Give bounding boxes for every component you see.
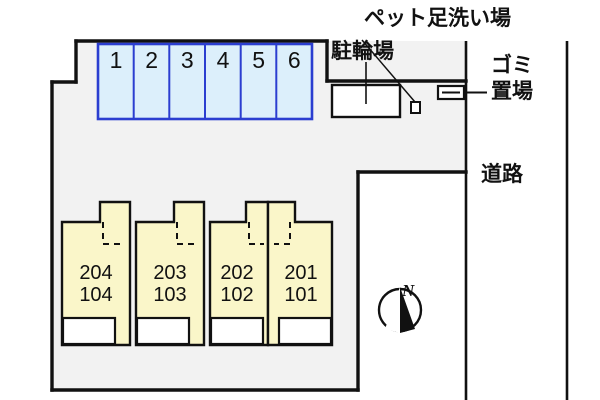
balcony-202 xyxy=(209,316,265,346)
bicycle-parking-shape xyxy=(330,62,402,119)
parking-stall-3-number: 3 xyxy=(180,47,194,73)
parking-stall-5-number: 5 xyxy=(252,47,266,73)
unit-entry-dash-204 xyxy=(102,222,120,245)
compass-needle-dark-right xyxy=(400,287,415,333)
parking-stall-2-number: 2 xyxy=(145,47,159,73)
unit-201-upper: 201 xyxy=(284,262,318,284)
unit-101-lower: 101 xyxy=(284,284,318,306)
pet-foot-wash-shape xyxy=(361,39,421,114)
unit-shape-201 xyxy=(266,200,334,347)
compass-rose xyxy=(377,287,423,333)
balcony-203 xyxy=(135,316,191,346)
unit-entry-dash-202 xyxy=(248,222,264,245)
parking-stall-1-number: 1 xyxy=(109,47,123,73)
parking-stall-4-number: 4 xyxy=(216,47,230,73)
pet-foot-wash-box xyxy=(410,101,421,114)
balcony-204 xyxy=(61,316,117,346)
unit-102-lower: 102 xyxy=(220,284,254,306)
balcony-201 xyxy=(277,316,333,346)
site-boundary-outline xyxy=(50,39,468,392)
unit-shape-203 xyxy=(134,200,206,347)
parking-block xyxy=(96,42,314,121)
road-lines xyxy=(464,41,569,400)
unit-entry-dash-201 xyxy=(274,222,291,245)
garbage-area-label-line1: ゴミ xyxy=(491,53,533,77)
parking-dividers xyxy=(132,44,278,119)
pet-foot-wash-leader xyxy=(361,39,416,103)
unit-entry-dash-203 xyxy=(176,222,194,245)
unit-shape-202 xyxy=(208,200,270,347)
pet-foot-wash-label: ペット足洗い場 xyxy=(364,6,511,30)
unit-202-upper: 202 xyxy=(220,262,254,284)
compass-north-label: N xyxy=(402,281,415,300)
unit-103-lower: 103 xyxy=(153,284,187,306)
garbage-area-shape xyxy=(436,84,487,101)
road-label: 道路 xyxy=(481,162,523,186)
garbage-area-label-line2: 置場 xyxy=(491,79,533,103)
bicycle-parking-label: 駐輪場 xyxy=(331,39,394,63)
unit-shape-204 xyxy=(60,200,132,347)
unit-203-upper: 203 xyxy=(153,262,187,284)
compass-needle-dark xyxy=(385,287,400,333)
unit-104-lower: 104 xyxy=(79,284,113,306)
unit-204-upper: 204 xyxy=(79,262,113,284)
parking-stall-6-number: 6 xyxy=(287,47,301,73)
